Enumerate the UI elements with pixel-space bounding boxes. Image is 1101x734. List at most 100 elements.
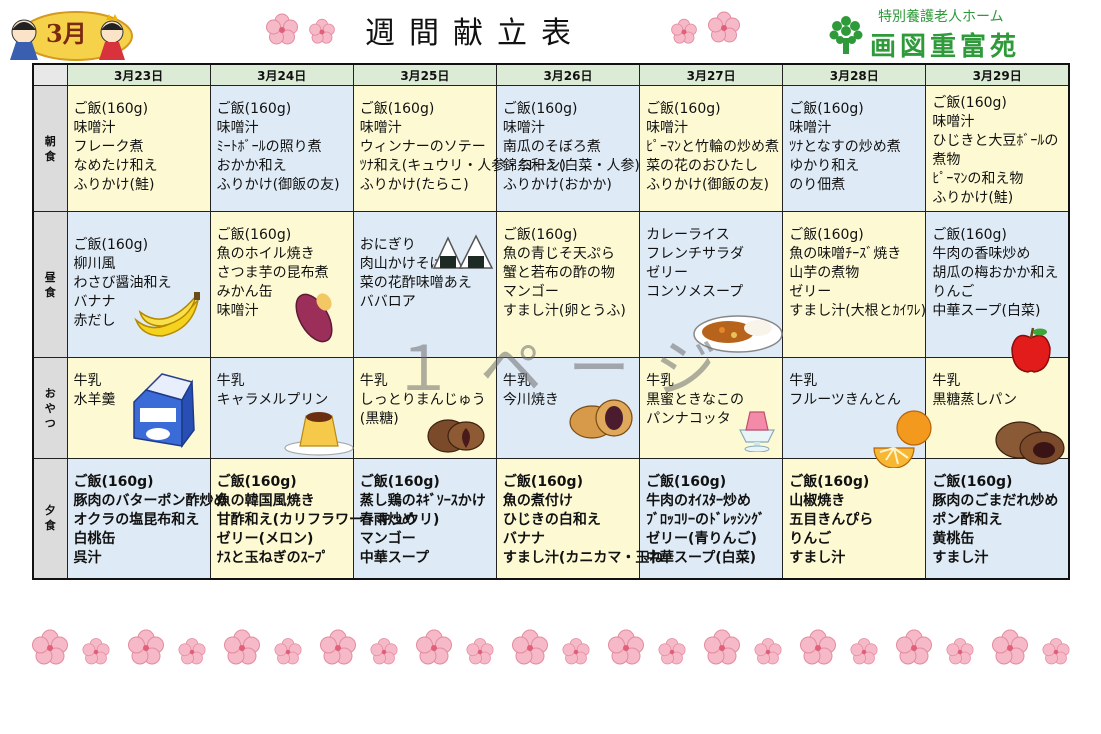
menu-item: しっとりまんじゅう [359, 392, 486, 408]
cherry-blossom-icon [704, 629, 740, 665]
cherry-blossom-icon [658, 638, 686, 665]
menu-item: カレーライス [646, 227, 730, 243]
menu-item: ご飯(160g) [216, 101, 292, 117]
menu-item: マンゴー [359, 531, 416, 547]
menu-item: 牛乳 [646, 373, 675, 389]
menu-cell-dinner: ご飯(160g)牛肉のｵｲｽﾀｰ炒めﾌﾞﾛｯｺﾘｰのﾄﾞﾚｯｼﾝｸﾞゼリー(青り… [639, 458, 784, 579]
menu-item: 水羊羹 [73, 392, 116, 408]
menu-item: 菜の花のおひたし [646, 158, 759, 174]
menu-item: さつま芋の昆布煮 [216, 265, 329, 281]
menu-item: ひじきの白和え [502, 512, 601, 528]
menu-item: ご飯(160g) [932, 95, 1007, 111]
date-header: 3月26日 [495, 63, 641, 86]
menu-cell-breakfast: ご飯(160g)味噌汁ウィンナーのソテーﾂﾅ和え(キュウリ・人参・コーン)ふりか… [352, 85, 567, 212]
menu-cell-lunch: おにぎり肉山かけそば菜の花酢味噌あえババロア [352, 211, 497, 358]
menu-item: ﾌﾞﾛｯｺﾘｰのﾄﾞﾚｯｼﾝｸﾞ [646, 512, 766, 528]
menu-item: 錦糸和え(白菜・人参) [502, 158, 640, 174]
menu-item: フルーツきんとん [789, 392, 901, 408]
menu-item: ﾋﾟｰﾏﾝと竹輪の炒め煮 [646, 139, 780, 155]
facility-name: 画図重富苑 [870, 32, 1021, 62]
menu-cell-dinner: ご飯(160g)豚肉のごまだれ炒めポン酢和え黄桃缶すまし汁 [925, 458, 1070, 579]
date-header: 3月29日 [925, 63, 1070, 86]
menu-item: すまし汁(カニカマ・玉ね [502, 550, 664, 566]
menu-item: バナナ [502, 531, 545, 547]
menu-cell-breakfast: ご飯(160g)味噌汁ﾐｰﾄﾎﾞｰﾙの照り煮おかか和えふりかけ(御飯の友) [209, 85, 354, 212]
menu-item: 蟹と若布の酢の物 [502, 265, 615, 281]
menu-item: ご飯(160g) [359, 101, 435, 117]
menu-item: バナナ [73, 294, 116, 310]
cherry-blossom-icon [320, 629, 356, 665]
cherry-blossom-icon [946, 638, 974, 665]
cherry-blossom-icon [266, 13, 335, 45]
menu-item: ご飯(160g) [502, 474, 583, 490]
menu-item: ご飯(160g) [932, 227, 1007, 243]
hina-doll-icon [10, 14, 125, 60]
menu-item: 柳川風 [73, 256, 116, 272]
menu-item: 味噌汁 [932, 114, 975, 130]
cherry-blossom-icon [1042, 638, 1070, 665]
facility-type: 特別養護老人ホーム [878, 9, 1004, 25]
menu-item: (黒糖) [359, 411, 399, 427]
menu-item: おにぎり [359, 237, 416, 253]
date-header-row: 3月23日 3月24日 3月25日 3月26日 3月27日 3月28日 3月29… [32, 63, 1070, 86]
menu-item: パンナコッタ [646, 411, 731, 427]
menu-item: おかか和え [216, 158, 287, 174]
menu-item: ご飯(160g) [646, 101, 721, 117]
menu-cell-dinner: ご飯(160g)魚の韓国風焼き甘酢和え(カリフラワー・キュウリ)ゼリー(メロン)… [209, 458, 439, 579]
meal-label-breakfast: 朝食 [32, 85, 68, 212]
cherry-blossom-icon [671, 11, 740, 44]
menu-item: のり佃煮 [789, 177, 846, 193]
menu-item: 味噌汁 [502, 120, 545, 136]
onigiri-icon [432, 234, 494, 269]
menu-item: 菜の花酢味噌あえ [359, 275, 472, 291]
menu-item: 味噌汁 [73, 120, 116, 136]
menu-item: ふりかけ(鮭) [73, 177, 155, 193]
menu-item: 豚肉のごまだれ炒め [932, 493, 1059, 509]
menu-cell-breakfast: ご飯(160g)味噌汁フレーク煮なめたけ和えふりかけ(鮭) [66, 85, 211, 212]
menu-item: フレンチサラダ [646, 246, 745, 262]
meal-label-snack: おやつ [32, 357, 68, 459]
menu-item: 牛肉の香味炒め [932, 246, 1031, 262]
menu-item: 牛肉のｵｲｽﾀｰ炒め [646, 493, 752, 509]
menu-item: ゼリー [646, 265, 689, 281]
menu-item: ご飯(160g) [789, 101, 864, 117]
menu-cell-dinner: ご飯(160g)山椒焼き五目きんぴらりんごすまし汁 [782, 458, 927, 579]
menu-item: ゼリー(青りんご) [646, 531, 757, 547]
menu-item: 胡瓜の梅おかか和え [932, 265, 1059, 281]
menu-item: 蒸し鶏のﾈｷﾞｿｰｽかけ [359, 493, 486, 509]
menu-item: みかん缶 [216, 284, 273, 300]
menu-item: ウィンナーのソテー [359, 139, 486, 155]
menu-item: 味噌汁 [789, 120, 832, 136]
menu-item: ゼリー(メロン) [216, 531, 314, 547]
cherry-blossom-icon [850, 638, 878, 665]
cherry-blossom-icon [32, 629, 68, 665]
menu-item: ご飯(160g) [932, 474, 1013, 490]
meal-label-text: おやつ [44, 386, 56, 430]
meal-label-lunch: 昼食 [32, 211, 68, 358]
menu-cell-dinner: ご飯(160g) 魚の煮付けひじきの白和えバナナすまし汁(カニカマ・玉ね [495, 458, 664, 579]
menu-item: ご飯(160g) [789, 474, 870, 490]
menu-item: ﾂﾅ和え(キュウリ・人参・コーン) [359, 158, 567, 174]
cherry-blossom-icon [800, 629, 836, 665]
menu-item: 味噌汁 [216, 120, 259, 136]
cherry-blossom-icon [992, 629, 1028, 665]
menu-item: すまし汁(卵とうふ) [502, 303, 626, 319]
page-watermark: １ページ [392, 332, 743, 405]
pudding-icon [284, 412, 354, 456]
dinner-row: 夕食 ご飯(160g)豚肉のバターポン酢炒めオクラの塩昆布和え白桃缶呉汁ご飯(1… [32, 458, 1070, 579]
menu-item: 南瓜のそぼろ煮 [502, 139, 601, 155]
menu-item: 呉汁 [73, 550, 102, 566]
meal-label-text: 夕食 [44, 504, 56, 533]
menu-cell-breakfast: ご飯(160g)味噌汁南瓜のそぼろ煮錦糸和え(白菜・人参)ふりかけ(おかか) [495, 85, 641, 212]
menu-item: ご飯(160g) [359, 474, 440, 490]
menu-item: ゼリー [789, 284, 832, 300]
curry-rice-icon [693, 315, 783, 353]
menu-item: 山芋の煮物 [789, 265, 860, 281]
menu-item: ゆかり和え [789, 158, 860, 174]
menu-item: 魚の煮付け [502, 493, 573, 509]
menu-item: ご飯(160g) [73, 474, 154, 490]
cherry-blossom-icon [754, 638, 782, 665]
sweet-potato-icon [295, 293, 333, 343]
menu-item: 中華スープ [359, 550, 429, 566]
cherry-blossom-icon [512, 629, 548, 665]
